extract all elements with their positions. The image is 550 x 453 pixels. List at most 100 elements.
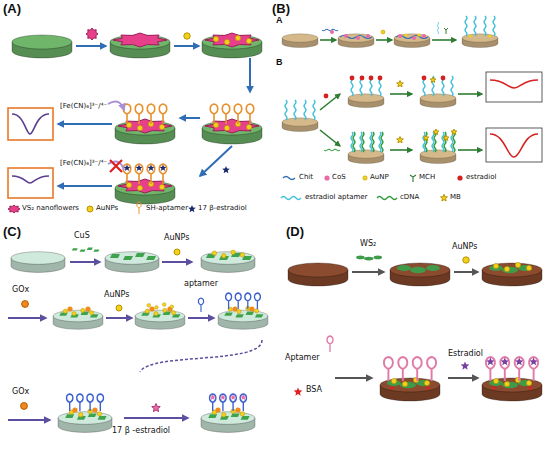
illustration-shape [86,28,98,40]
legend-text: AuNPs [96,205,118,213]
illustration-shape [137,202,142,214]
panel-b-art [281,16,542,201]
illustration-shape [12,114,49,134]
illustration-shape [21,403,28,410]
illustration-shape [390,263,450,286]
illustration-shape [147,303,174,309]
step-label: aptamer [184,280,218,289]
illustration-shape [457,175,462,180]
illustration-shape [356,36,360,40]
illustration-shape [249,58,251,92]
illustration-shape [488,34,491,37]
illustration-shape [378,76,383,81]
illustration-shape [87,206,93,212]
illustration-shape [486,357,538,381]
illustration-shape [210,394,247,411]
illustration-shape [335,377,372,379]
illustration-shape [360,76,365,81]
illustration-shape [426,386,431,391]
step-label: AuNPs [164,234,189,243]
illustration-shape [420,150,456,164]
reagent-label: Aptamer [285,354,320,363]
illustration-shape [482,263,542,286]
legend-text: AuNP [370,174,389,182]
illustration-shape [205,33,259,47]
scheme-label: B [276,58,283,68]
reagent-label: BSA [306,386,322,395]
step-label: CuS [74,232,90,241]
illustration-shape [493,377,531,386]
illustration-shape [174,249,180,255]
illustration-shape [222,166,230,173]
illustration-shape [397,265,440,273]
illustration-shape [149,306,154,311]
illustration-shape [294,388,303,396]
illustration-shape [369,76,374,81]
illustration-shape [226,293,261,309]
illustration-shape [422,34,426,38]
illustration-shape [85,306,90,311]
illustration-shape [448,377,478,379]
illustration-shape [348,150,384,164]
illustration-shape [152,404,161,412]
illustration-shape [22,301,29,308]
illustration-shape [422,76,427,81]
illustration-shape [394,34,430,48]
illustration-shape [123,164,167,184]
illustration-shape [417,33,420,36]
legend-text: cDNA [400,194,419,202]
legend-text: estradiol [466,174,496,182]
step-label: 17 β -estradiol [112,427,170,436]
illustration-shape [384,357,436,381]
illustration-shape [110,160,122,172]
panel-label: (A) [3,2,21,16]
illustration-shape [201,252,255,273]
illustration-shape [454,271,478,273]
illustration-shape [11,252,65,273]
illustration-shape [486,128,542,162]
illustration-shape [441,76,446,81]
illustration-shape [486,72,542,102]
illustration-shape [123,104,167,124]
illustration-shape [201,412,255,433]
illustration-shape [322,29,338,31]
illustration-shape [390,93,412,95]
illustration-shape [92,407,97,412]
illustration-shape [351,76,381,96]
illustration-shape [106,317,132,319]
panel-d-art [288,256,542,401]
legend-text: VS₂ nanoflowers [22,205,79,213]
illustration-shape [443,135,449,140]
illustration-shape [118,179,172,193]
illustration-shape [390,149,412,151]
legend-text: 17 β-estradiol [198,205,247,213]
panel-c-art [8,248,268,433]
illustration-shape [126,121,164,130]
illustration-shape [344,34,348,38]
illustration-shape [288,263,348,286]
illustration-shape [124,417,188,419]
illustration-shape [444,28,448,34]
illustration-shape [205,119,259,133]
illustration-shape [458,149,482,151]
illustration-shape [198,298,203,312]
illustration-shape [58,185,112,187]
illustration-shape [213,121,251,130]
illustration-shape [391,377,429,386]
illustration-shape [210,104,254,124]
illustration-shape [441,194,448,201]
illustration-shape [218,310,268,329]
illustration-shape [377,197,397,200]
illustration-shape [67,306,72,311]
illustration-shape [72,407,77,412]
illustration-shape [116,305,122,311]
illustration-shape [397,81,404,87]
panel-label: (C) [3,225,21,239]
illustration-shape [330,30,334,34]
illustration-shape [70,261,100,263]
illustration-shape [105,252,159,273]
step-label: GOx [12,388,29,397]
step-label: AuNPs [452,243,477,252]
illustration-shape [348,94,384,108]
